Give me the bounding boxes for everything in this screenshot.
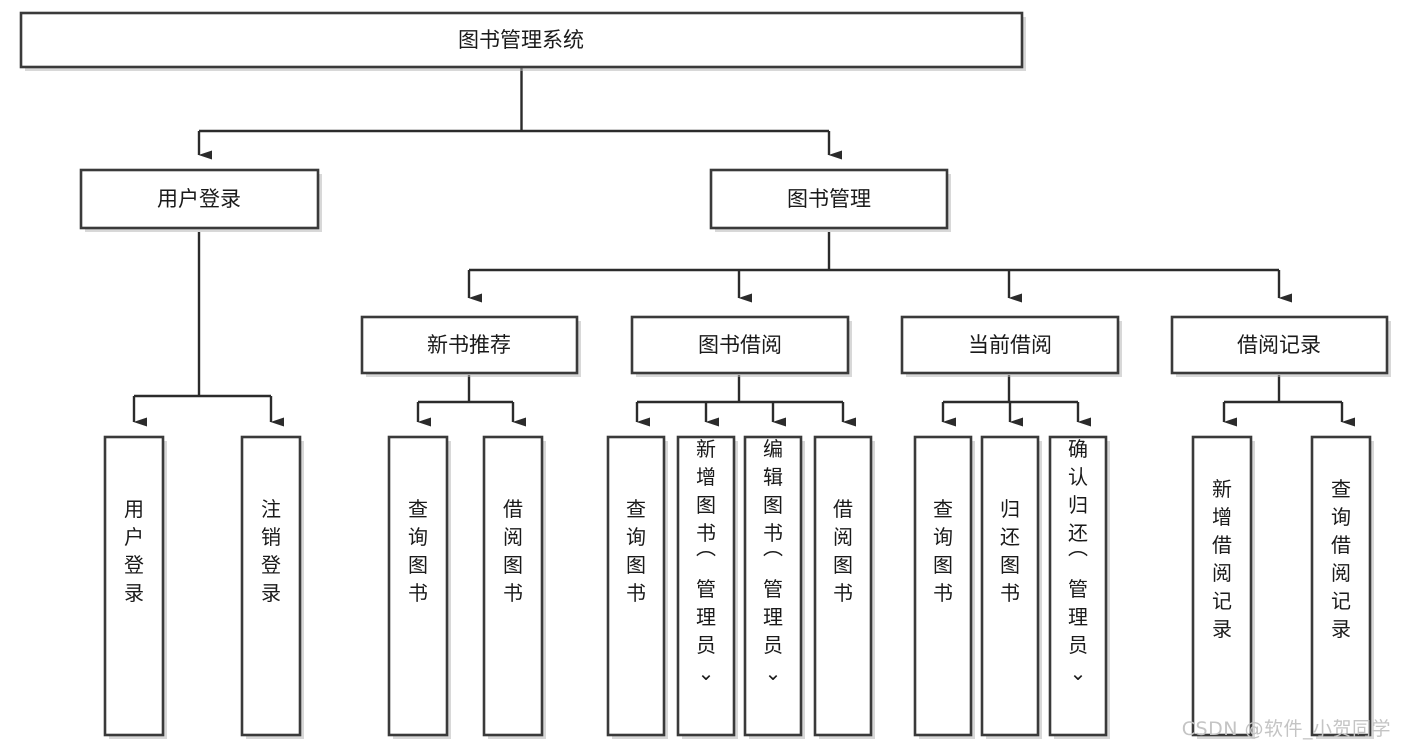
node-label-leaf-13: 查询借阅记录	[1331, 477, 1351, 641]
node-borrow[interactable]: 图书借阅	[630, 315, 852, 377]
node-root[interactable]: 图书管理系统	[19, 11, 1026, 71]
node-label-leaf-3: 查询图书	[408, 497, 428, 605]
node-rect	[1170, 315, 1389, 375]
node-rect	[482, 435, 544, 737]
node-records[interactable]: 借阅记录	[1170, 315, 1391, 377]
node-leaf-9[interactable]: 查询图书	[913, 435, 975, 739]
node-rect	[387, 435, 449, 737]
node-label-borrow: 图书借阅	[698, 333, 782, 357]
node-label-newbook: 新书推荐	[427, 333, 511, 357]
node-label-leaf-7: 编辑图书⌒管理员⌄	[763, 437, 783, 685]
node-label-leaf-12: 新增借阅记录	[1212, 477, 1232, 641]
node-rect	[980, 435, 1040, 737]
node-label-leaf-10: 归还图书	[1000, 497, 1020, 605]
node-leaf-13[interactable]: 查询借阅记录	[1310, 435, 1374, 739]
node-leaf-7[interactable]: 编辑图书⌒管理员⌄	[743, 435, 805, 739]
node-leaf-2[interactable]: 注销登录	[240, 435, 304, 739]
node-rect	[360, 315, 579, 375]
edge-layer	[132, 67, 1355, 427]
node-rect	[1191, 435, 1253, 737]
node-rect	[606, 435, 666, 737]
node-label-leaf-5: 查询图书	[626, 497, 646, 605]
node-label-root: 图书管理系统	[458, 28, 584, 52]
node-rect	[813, 435, 873, 737]
node-rect	[1048, 435, 1108, 737]
node-rect	[103, 435, 165, 737]
node-label-leaf-9: 查询图书	[933, 497, 953, 605]
node-rect	[676, 435, 736, 737]
node-rect	[240, 435, 302, 737]
node-label-leaf-1: 用户登录	[124, 497, 144, 605]
node-label-leaf-2: 注销登录	[261, 497, 281, 605]
node-leaf-11[interactable]: 确认归还⌒管理员⌄	[1048, 435, 1110, 739]
node-leaf-1[interactable]: 用户登录	[103, 435, 167, 739]
node-leaf-4[interactable]: 借阅图书	[482, 435, 546, 739]
node-leaf-10[interactable]: 归还图书	[980, 435, 1042, 739]
node-label-leaf-4: 借阅图书	[503, 497, 523, 605]
node-label-login: 用户登录	[157, 187, 241, 211]
node-rect	[900, 315, 1120, 375]
node-label-leaf-8: 借阅图书	[833, 497, 853, 605]
node-rect	[1310, 435, 1372, 737]
node-bookmgmt[interactable]: 图书管理	[709, 168, 951, 232]
node-label-leaf-6: 新增图书⌒管理员⌄	[696, 437, 716, 685]
node-leaf-8[interactable]: 借阅图书	[813, 435, 875, 739]
node-rect	[79, 168, 320, 230]
node-label-leaf-11: 确认归还⌒管理员⌄	[1068, 437, 1088, 685]
node-newbook[interactable]: 新书推荐	[360, 315, 581, 377]
node-leaf-3[interactable]: 查询图书	[387, 435, 451, 739]
node-label-current: 当前借阅	[968, 333, 1052, 357]
node-leaf-5[interactable]: 查询图书	[606, 435, 668, 739]
node-rect	[709, 168, 949, 230]
node-rect	[630, 315, 850, 375]
node-rect	[743, 435, 803, 737]
node-leaf-6[interactable]: 新增图书⌒管理员⌄	[676, 435, 738, 739]
node-leaf-12[interactable]: 新增借阅记录	[1191, 435, 1255, 739]
node-label-bookmgmt: 图书管理	[787, 187, 871, 211]
node-rect	[913, 435, 973, 737]
node-rect	[19, 11, 1024, 69]
node-label-records: 借阅记录	[1237, 333, 1321, 357]
node-current[interactable]: 当前借阅	[900, 315, 1122, 377]
node-login[interactable]: 用户登录	[79, 168, 322, 232]
